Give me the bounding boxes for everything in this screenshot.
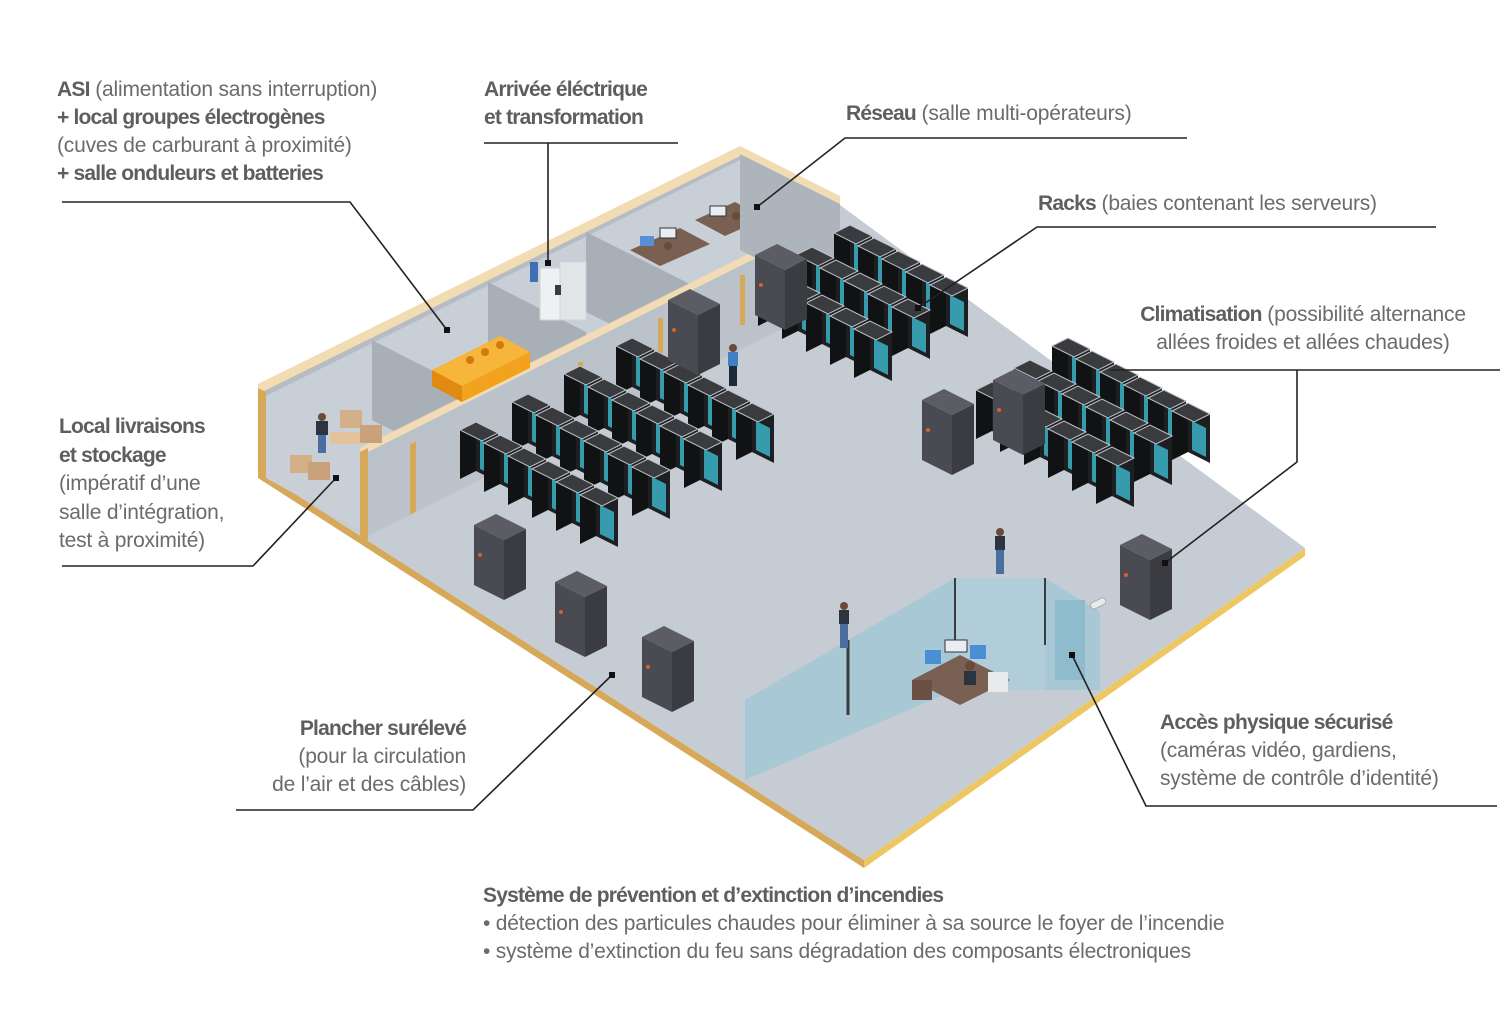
callout-line: Plancher surélevé	[299, 717, 467, 740]
security-desk-icon	[912, 639, 1010, 705]
line-asi	[62, 201, 448, 331]
callout-line: Racks (baies contenant les serveurs)	[1038, 192, 1377, 215]
ac-unit-icon	[555, 571, 607, 657]
server-rack	[734, 402, 776, 463]
security-room	[745, 578, 1107, 780]
callout-line: Accès physique sécurisé	[1160, 711, 1393, 734]
ac-unit-icon	[474, 514, 526, 600]
server-rack	[578, 486, 620, 547]
callout-network: Réseau (salle multi-opérateurs)	[846, 100, 1132, 128]
transformer-icon	[530, 261, 587, 321]
line-delivery	[62, 477, 337, 567]
callout-line: test à proximité)	[59, 529, 205, 552]
server-rack	[1132, 424, 1174, 485]
callout-line: Local livraisons	[59, 415, 206, 438]
line-cooling-drop	[1164, 370, 1298, 564]
line-security	[1071, 654, 1497, 807]
callout-line: (pour la circulation	[298, 745, 466, 768]
callout-line: Réseau (salle multi-opérateurs)	[846, 102, 1132, 125]
callout-line: (cuves de carburant à proximité)	[57, 134, 352, 157]
door-post-3	[658, 318, 663, 363]
person-icon	[839, 602, 849, 648]
server-rack	[890, 298, 932, 359]
callout-line: Climatisation (possibilité alternance	[1140, 303, 1466, 326]
callout-line: + local groupes électrogènes	[57, 106, 325, 129]
line-raised-floor	[236, 674, 613, 811]
callout-asi: ASI (alimentation sans interruption) + l…	[57, 76, 377, 188]
callout-line: Système de prévention et d’extinction d’…	[483, 884, 944, 907]
callout-line: allées froides et allées chaudes)	[1156, 331, 1450, 354]
callout-electrical: Arrivée éléctrique et transformation	[484, 76, 648, 132]
callout-line: Arrivée éléctrique	[484, 78, 648, 101]
callout-line: (impératif d’une	[59, 472, 201, 495]
callout-line: de l’air et des câbles)	[272, 773, 466, 796]
ac-unit-icon	[755, 244, 807, 330]
callout-racks: Racks (baies contenant les serveurs)	[1038, 190, 1377, 218]
callout-line: (caméras vidéo, gardiens,	[1160, 739, 1397, 762]
callout-cooling: Climatisation (possibilité alternance al…	[1106, 301, 1500, 357]
person-icon	[728, 344, 738, 386]
glass-wall-left	[745, 578, 955, 780]
callout-raised-floor: Plancher surélevé (pour la circulation d…	[200, 715, 467, 799]
worker-person-icon	[316, 413, 328, 453]
generator-icon	[432, 336, 530, 402]
racks-block-upper	[756, 224, 970, 381]
callout-line: • détection des particules chaudes pour …	[483, 912, 1225, 935]
callout-fire: Système de prévention et d’extinction d’…	[483, 882, 1225, 966]
technician-people	[728, 344, 1005, 648]
camera-icon	[1089, 597, 1107, 610]
server-rack	[852, 320, 894, 381]
callout-line: ASI (alimentation sans interruption)	[57, 78, 378, 101]
server-rack	[682, 430, 724, 491]
floor-edge-left	[258, 470, 864, 868]
callout-delivery: Local livraisons et stockage (impératif …	[59, 413, 224, 556]
door-post-2	[740, 275, 745, 325]
callout-security: Accès physique sécurisé (caméras vidéo, …	[1160, 709, 1439, 793]
ac-unit-icon	[993, 369, 1045, 455]
floor-edge-right	[864, 548, 1305, 868]
racks-block-left	[458, 337, 776, 547]
ac-unit-icon	[642, 626, 694, 712]
ac-unit-icon	[668, 289, 720, 375]
glass-wall-back	[955, 578, 1045, 690]
ac-unit-icon	[1120, 534, 1172, 620]
server-rack	[630, 458, 672, 519]
ac-units	[474, 244, 1172, 712]
callout-line: salle d’intégration,	[59, 500, 225, 524]
secure-door-icon	[1055, 600, 1085, 680]
callout-line: système de contrôle d’identité)	[1160, 767, 1439, 790]
callout-line: + salle onduleurs et batteries	[57, 162, 324, 185]
server-rack	[1170, 402, 1212, 463]
ac-unit-icon	[922, 389, 974, 475]
callout-lines	[62, 137, 1500, 811]
person-icon	[995, 528, 1005, 574]
server-rack	[1094, 446, 1136, 507]
callout-line: et transformation	[484, 106, 644, 129]
callout-line: et stockage	[59, 443, 167, 467]
callout-dots	[333, 204, 1168, 678]
boxes-icon	[290, 410, 382, 480]
line-racks	[917, 226, 1436, 309]
line-network	[756, 137, 1187, 208]
callout-line: • système d’extinction du feu sans dégra…	[483, 940, 1191, 963]
